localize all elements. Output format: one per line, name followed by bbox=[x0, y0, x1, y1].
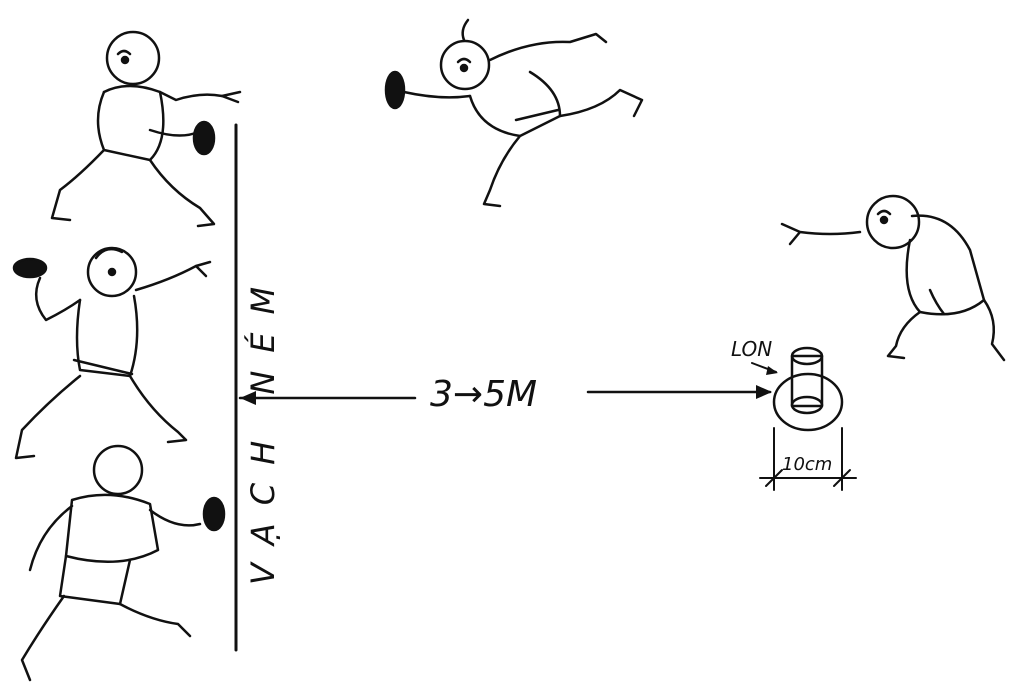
child-figure-top-center bbox=[384, 18, 644, 208]
target-label: LON bbox=[731, 337, 772, 361]
child-figure-right bbox=[780, 194, 1006, 362]
target-can bbox=[772, 346, 844, 432]
distance-arrow bbox=[238, 385, 772, 405]
distance-label: 3→5M bbox=[430, 374, 537, 415]
diameter-dimension bbox=[759, 427, 857, 491]
throwing-line-label: VẠCH NÉM bbox=[244, 269, 282, 585]
diameter-label: 10cm bbox=[782, 454, 832, 475]
child-figure-top-left bbox=[50, 30, 242, 228]
child-figure-middle-left bbox=[12, 246, 212, 460]
child-figure-bottom-left bbox=[20, 444, 226, 682]
